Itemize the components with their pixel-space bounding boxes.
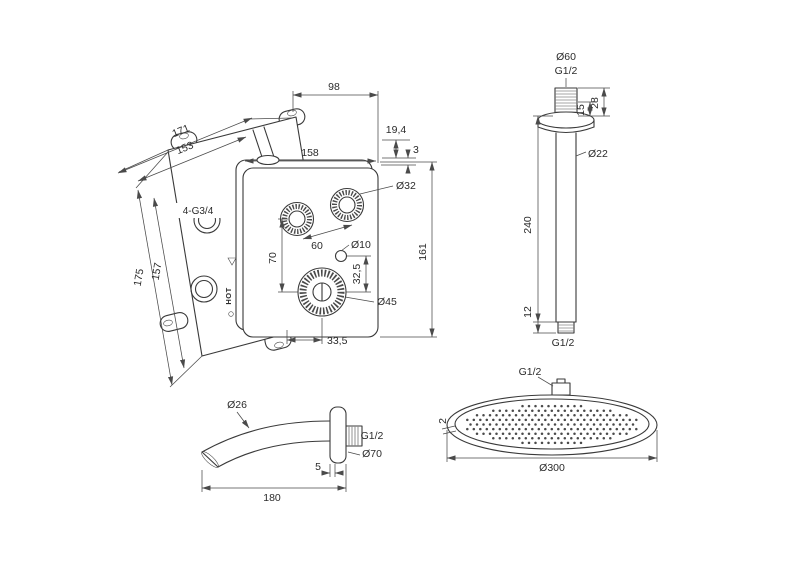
valve-dim-d10: Ø10 bbox=[351, 239, 371, 251]
valve-dim-158: 158 bbox=[301, 147, 319, 159]
ceiling-arm-dimension-lines bbox=[533, 78, 610, 334]
spout-outlet bbox=[201, 451, 219, 468]
valve-dim-157: 157 bbox=[150, 262, 165, 281]
valve-dim-175: 175 bbox=[132, 268, 147, 287]
arm-thread-bottom-label: G1/2 bbox=[552, 337, 575, 349]
arm-dim-12: 12 bbox=[522, 306, 534, 318]
spout-dimension-lines bbox=[201, 411, 361, 492]
head-dim-d300: Ø300 bbox=[539, 462, 565, 474]
spout-flange bbox=[329, 406, 347, 464]
shower-head-body bbox=[446, 378, 658, 456]
arm-dim-28: 28 bbox=[589, 97, 601, 109]
valve-dim-161: 161 bbox=[417, 243, 429, 261]
valve-handles bbox=[279, 187, 365, 317]
spout-dim-5: 5 bbox=[315, 461, 321, 473]
arm-dim-15: 15 bbox=[575, 104, 587, 116]
small-port bbox=[334, 249, 348, 263]
valve-thread-label: 4-G3/4 bbox=[183, 206, 214, 217]
arm-dim-d60: Ø60 bbox=[556, 51, 576, 63]
valve-dim-98: 98 bbox=[328, 81, 340, 93]
thread-label-bg bbox=[170, 203, 226, 218]
valve-hot-marking: HOT bbox=[224, 257, 237, 317]
spout-body bbox=[201, 406, 363, 468]
head-dim-2: 2 bbox=[437, 418, 449, 424]
valve-dim-d32: Ø32 bbox=[396, 180, 416, 192]
valve-dim-33-5: 33,5 bbox=[327, 335, 348, 347]
head-connector bbox=[551, 382, 571, 396]
shower-head-drawing: G1/2 2 Ø300 bbox=[437, 366, 658, 474]
valve-dim-70: 70 bbox=[267, 252, 279, 264]
spout-drawing: Ø26 G1/2 Ø70 5 180 bbox=[201, 399, 384, 504]
valve-inlet-ports bbox=[190, 206, 221, 303]
spout-thread-label: G1/2 bbox=[361, 430, 384, 442]
head-rim bbox=[454, 398, 650, 450]
shower-head-dimension-lines bbox=[441, 376, 658, 462]
valve-drawing: 98 171 153 175 157 161 158 19,4 3 Ø32 60… bbox=[117, 81, 437, 388]
valve-dim-32-5: 32,5 bbox=[351, 264, 363, 285]
arm-dim-240: 240 bbox=[522, 216, 534, 234]
spout-dim-d26: Ø26 bbox=[227, 399, 247, 411]
valve-dimension-lines bbox=[117, 91, 437, 388]
nozzle-pattern bbox=[466, 404, 638, 445]
valve-dim-3: 3 bbox=[413, 144, 419, 156]
arm-bottom-thread bbox=[557, 321, 575, 334]
arm-thread-top-label: G1/2 bbox=[555, 65, 578, 77]
spout-dim-d70: Ø70 bbox=[362, 448, 382, 460]
head-thread-label: G1/2 bbox=[519, 366, 542, 378]
valve-dim-d45: Ø45 bbox=[377, 296, 397, 308]
spout-dim-180: 180 bbox=[263, 492, 281, 504]
ceiling-arm-drawing: Ø60 G1/2 15 28 Ø22 240 12 G1/2 bbox=[522, 51, 610, 349]
arm-dim-d22: Ø22 bbox=[588, 148, 608, 160]
valve-dim-60: 60 bbox=[311, 240, 323, 252]
hot-label: HOT bbox=[224, 287, 233, 304]
valve-top-connection bbox=[252, 126, 280, 166]
spout-thread-stub bbox=[345, 425, 363, 447]
ceiling-arm-body bbox=[537, 87, 595, 334]
valve-dim-19-4: 19,4 bbox=[386, 124, 407, 136]
